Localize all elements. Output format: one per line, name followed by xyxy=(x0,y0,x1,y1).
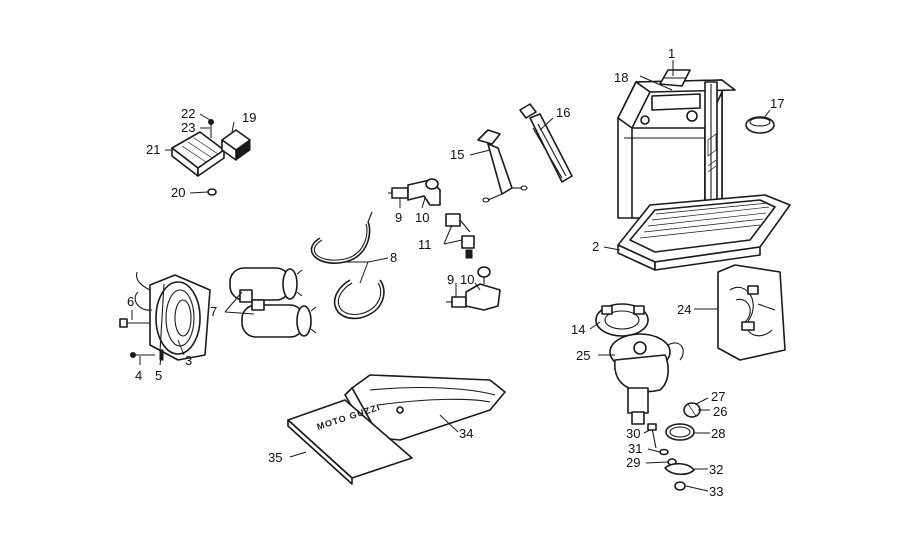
callout-17: 17 xyxy=(770,96,784,111)
wiring-harness-bag xyxy=(717,264,786,361)
callout-5: 5 xyxy=(155,368,162,383)
callout-22: 22 xyxy=(181,106,195,121)
battery-strap xyxy=(659,69,691,87)
o-ring xyxy=(665,423,695,441)
callout-33: 33 xyxy=(709,484,723,499)
callout-8: 8 xyxy=(390,250,397,265)
callout-28: 28 xyxy=(711,426,725,441)
callout-16: 16 xyxy=(556,105,570,120)
callout-9: 9 xyxy=(395,210,402,225)
spark-plug-cap xyxy=(465,266,501,311)
battery xyxy=(617,79,736,219)
drive-gear xyxy=(683,402,701,418)
washer xyxy=(207,188,217,196)
alternator xyxy=(134,271,211,361)
bolt xyxy=(119,318,150,328)
callout-19: 19 xyxy=(242,110,256,125)
spark-plug xyxy=(388,187,409,199)
callout-labels: 1 18 2 17 19 22 23 21 20 6 7 3 4 5 8 9 1… xyxy=(127,46,784,499)
callout-14: 14 xyxy=(571,322,585,337)
callout-10: 10 xyxy=(415,210,429,225)
callout-35: 35 xyxy=(268,450,282,465)
terminal-cap xyxy=(745,116,775,134)
callout-21: 21 xyxy=(146,142,160,157)
battery-tray xyxy=(617,194,791,271)
distributor xyxy=(609,333,684,425)
leader-lines xyxy=(131,60,771,492)
callout-11: 11 xyxy=(418,237,432,252)
callout-30: 30 xyxy=(626,426,640,441)
spark-plug-cap xyxy=(407,178,441,206)
mounting-bracket xyxy=(477,129,528,203)
suppressor-connector xyxy=(445,213,475,259)
strap-bracket xyxy=(519,103,573,183)
callout-25: 25 xyxy=(576,348,590,363)
callout-29: 29 xyxy=(626,455,640,470)
washer xyxy=(159,349,164,361)
washer xyxy=(659,448,669,456)
bolt xyxy=(130,352,155,358)
ht-lead xyxy=(310,211,373,264)
voltage-regulator xyxy=(171,131,225,177)
callout-9: 9 xyxy=(447,272,454,287)
callout-3: 3 xyxy=(185,353,192,368)
callout-1: 1 xyxy=(668,46,675,61)
callout-34: 34 xyxy=(459,426,473,441)
callout-4: 4 xyxy=(135,368,142,383)
regulator-connector xyxy=(221,129,251,161)
callout-20: 20 xyxy=(171,185,185,200)
callout-7: 7 xyxy=(210,304,217,319)
clamp-plate xyxy=(664,462,695,476)
ignition-coil xyxy=(241,299,317,338)
callout-2: 2 xyxy=(592,239,599,254)
owners-manual: MOTO GUZZI xyxy=(287,399,413,485)
screw xyxy=(208,119,214,138)
callout-18: 18 xyxy=(614,70,628,85)
callout-15: 15 xyxy=(450,147,464,162)
ignition-coil xyxy=(229,267,303,303)
spark-plug xyxy=(446,296,467,308)
nut xyxy=(674,481,686,491)
callout-10: 10 xyxy=(460,272,474,287)
ht-lead xyxy=(333,279,385,320)
bolt xyxy=(647,423,657,449)
callout-26: 26 xyxy=(713,404,727,419)
callout-23: 23 xyxy=(181,120,195,135)
callout-6: 6 xyxy=(127,294,134,309)
callout-31: 31 xyxy=(628,441,642,456)
callout-27: 27 xyxy=(711,389,725,404)
distributor-clamp xyxy=(595,303,649,337)
callout-24: 24 xyxy=(677,302,691,317)
callout-32: 32 xyxy=(709,462,723,477)
